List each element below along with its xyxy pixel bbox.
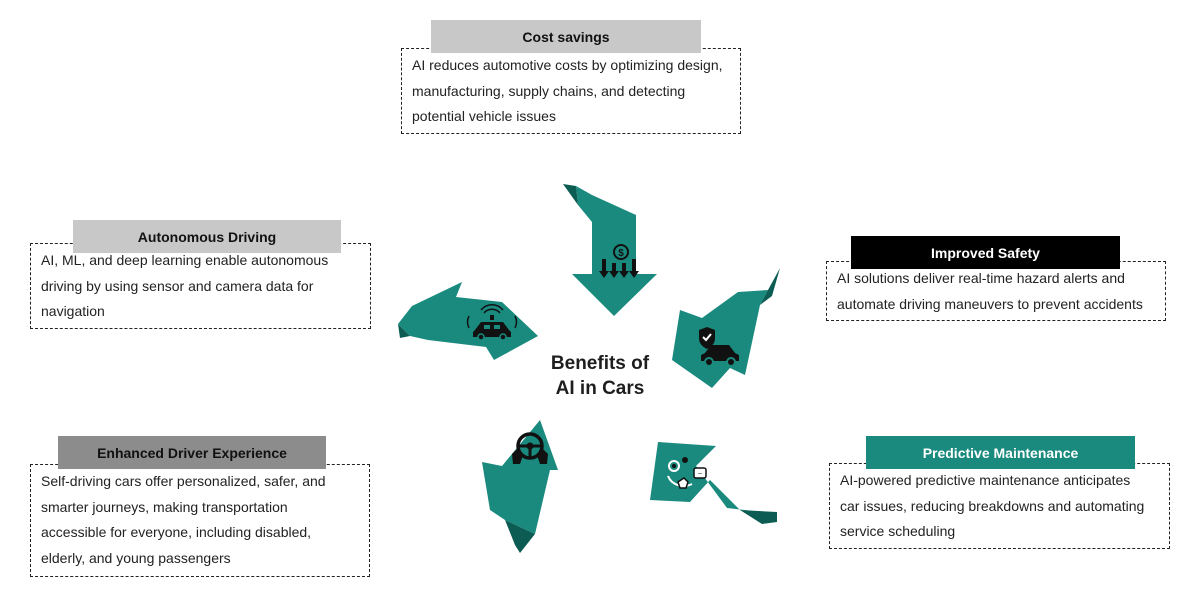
card-body-predictive-maintenance: AI-powered predictive maintenance antici… xyxy=(829,463,1170,549)
card-text-line: AI solutions deliver real-time hazard al… xyxy=(837,270,1125,286)
card-text-line: elderly, and young passengers xyxy=(41,549,231,566)
card-text-line: automate driving maneuvers to prevent ac… xyxy=(837,295,1143,312)
cycle-arrow-autonomous-driving xyxy=(398,282,538,360)
card-text-line: AI, ML, and deep learning enable autonom… xyxy=(41,252,329,268)
card-body-cost-savings: AI reduces automotive costs by optimizin… xyxy=(401,48,741,134)
card-text-line: AI-powered predictive maintenance antici… xyxy=(840,472,1131,488)
svg-text:~: ~ xyxy=(698,471,702,478)
card-body-improved-safety: AI solutions deliver real-time hazard al… xyxy=(826,261,1166,321)
card-text-line: AI reduces automotive costs by optimizin… xyxy=(412,57,723,73)
card-text-line: navigation xyxy=(41,303,105,319)
dollar-down-arrows-icon: $ xyxy=(599,244,639,278)
cycle-arrow-improved-safety xyxy=(672,268,780,388)
card-body-enhanced-driver-experience: Self-driving cars offer personalized, sa… xyxy=(30,464,370,577)
center-title-line-2: AI in Cars xyxy=(555,378,645,399)
card-title-cost-savings: Cost savings xyxy=(431,20,701,53)
card-title-enhanced-driver-experience: Enhanced Driver Experience xyxy=(58,436,326,469)
card-text-line: manufacturing, supply chains, and detect… xyxy=(412,82,686,99)
card-text-line: smarter journeys, making transportation xyxy=(41,498,288,515)
card-title-predictive-maintenance: Predictive Maintenance xyxy=(866,436,1135,469)
cycle-arrow-predictive-maintenance: ~ xyxy=(650,442,777,524)
cycle-arrow-cost-savings: $ xyxy=(563,184,657,316)
card-title-autonomous-driving: Autonomous Driving xyxy=(73,220,341,253)
maintenance-cycle-icon: ~ xyxy=(667,457,707,489)
card-text-line: potential vehicle issues xyxy=(412,108,556,124)
card-text-line: driving by using sensor and camera data … xyxy=(41,277,314,294)
card-text-line: service scheduling xyxy=(840,523,956,539)
card-title-improved-safety: Improved Safety xyxy=(851,236,1120,269)
shield-car-icon xyxy=(699,327,739,367)
card-text-line: accessible for everyone, including disab… xyxy=(41,524,312,540)
steering-wheel-hands-icon xyxy=(512,432,548,464)
sensor-car-icon xyxy=(466,304,518,341)
card-text-line: Self-driving cars offer personalized, sa… xyxy=(41,473,326,489)
cycle-arrow-driver-experience xyxy=(482,420,558,553)
center-title-line-1: Benefits of xyxy=(550,353,650,374)
card-text-line: car issues, reducing breakdowns and auto… xyxy=(840,497,1145,514)
center-title: Benefits of AI in Cars xyxy=(520,351,680,401)
card-body-autonomous-driving: AI, ML, and deep learning enable autonom… xyxy=(30,243,371,329)
svg-text:$: $ xyxy=(618,248,624,259)
